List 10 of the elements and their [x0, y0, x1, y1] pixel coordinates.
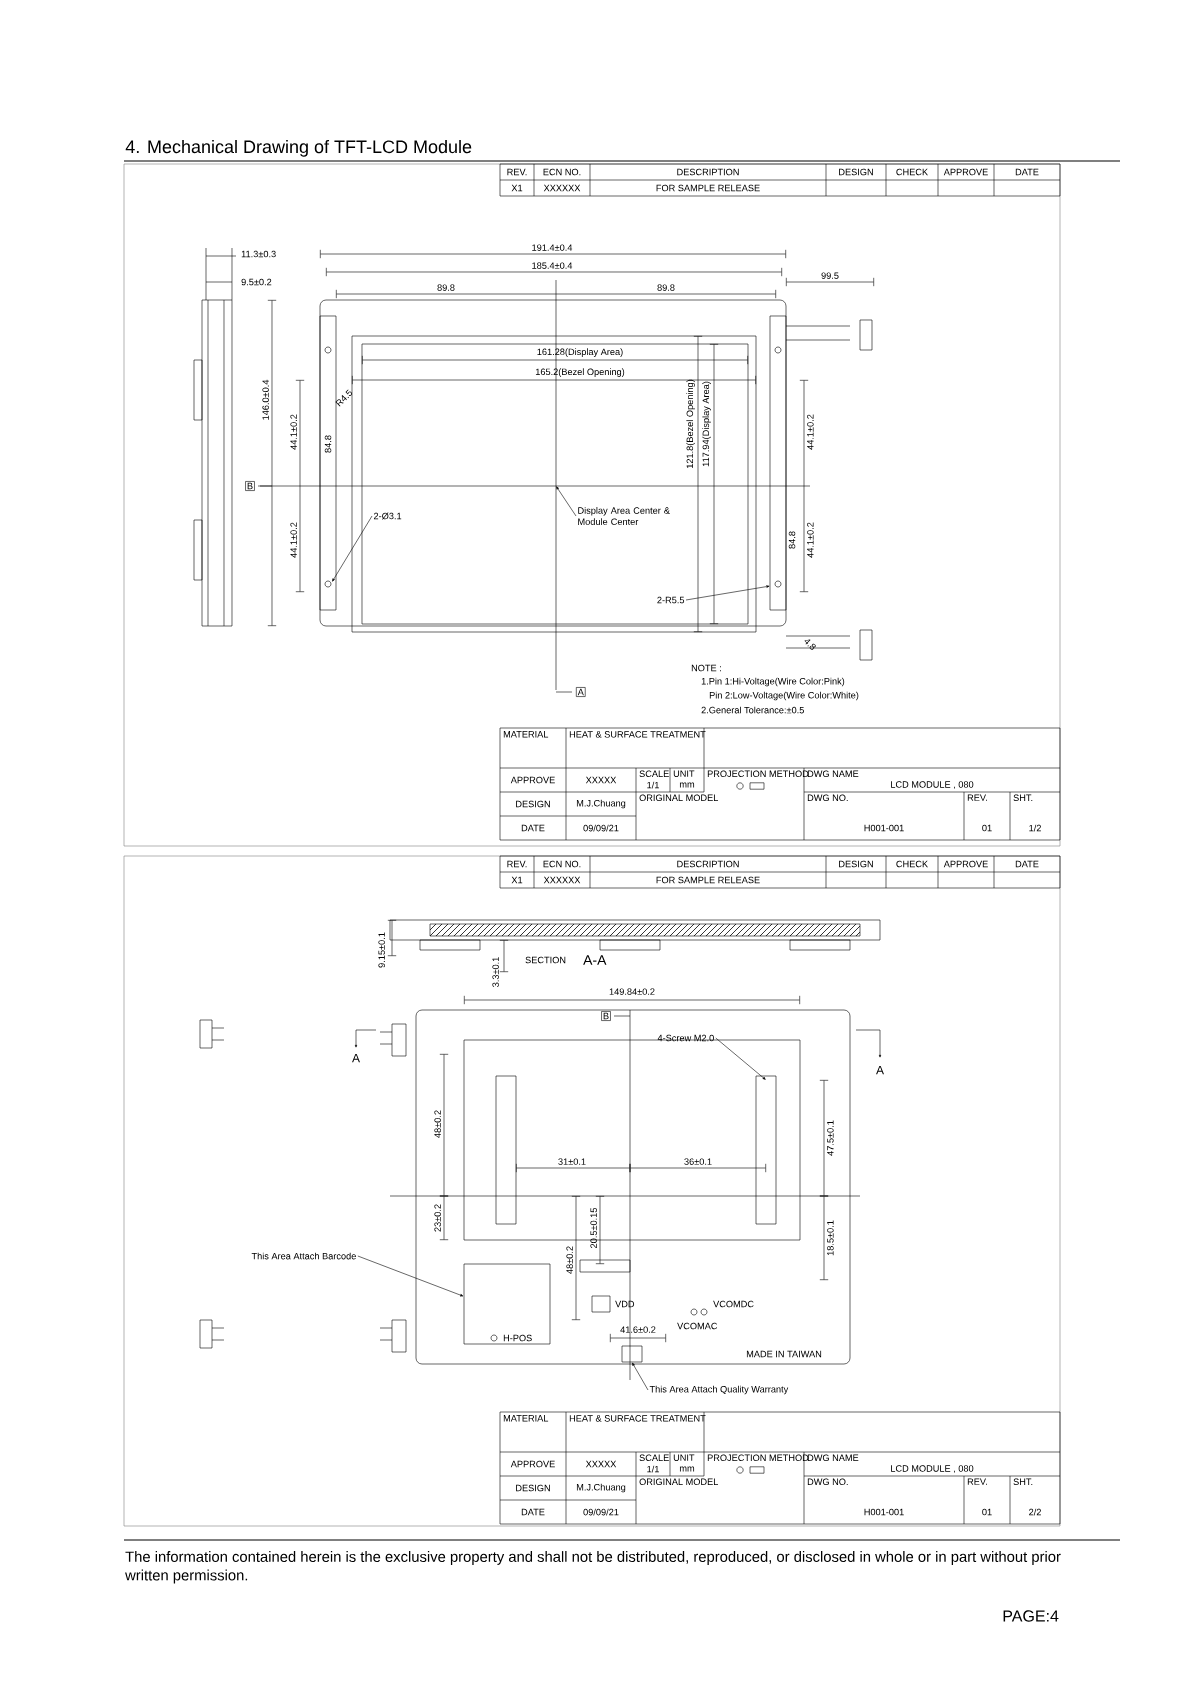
leader-line — [556, 486, 577, 517]
leader-line — [715, 1037, 766, 1080]
section-heading: 4. Mechanical Drawing of TFT-LCD Module — [125, 139, 472, 157]
area-box — [621, 1345, 643, 1363]
area-box — [463, 1263, 551, 1345]
leader-line — [332, 515, 373, 582]
leader-line — [632, 1362, 649, 1391]
leader-line — [357, 1255, 464, 1297]
page-number: PAGE:4 — [1003, 1610, 1059, 1622]
leader-line — [685, 585, 770, 601]
